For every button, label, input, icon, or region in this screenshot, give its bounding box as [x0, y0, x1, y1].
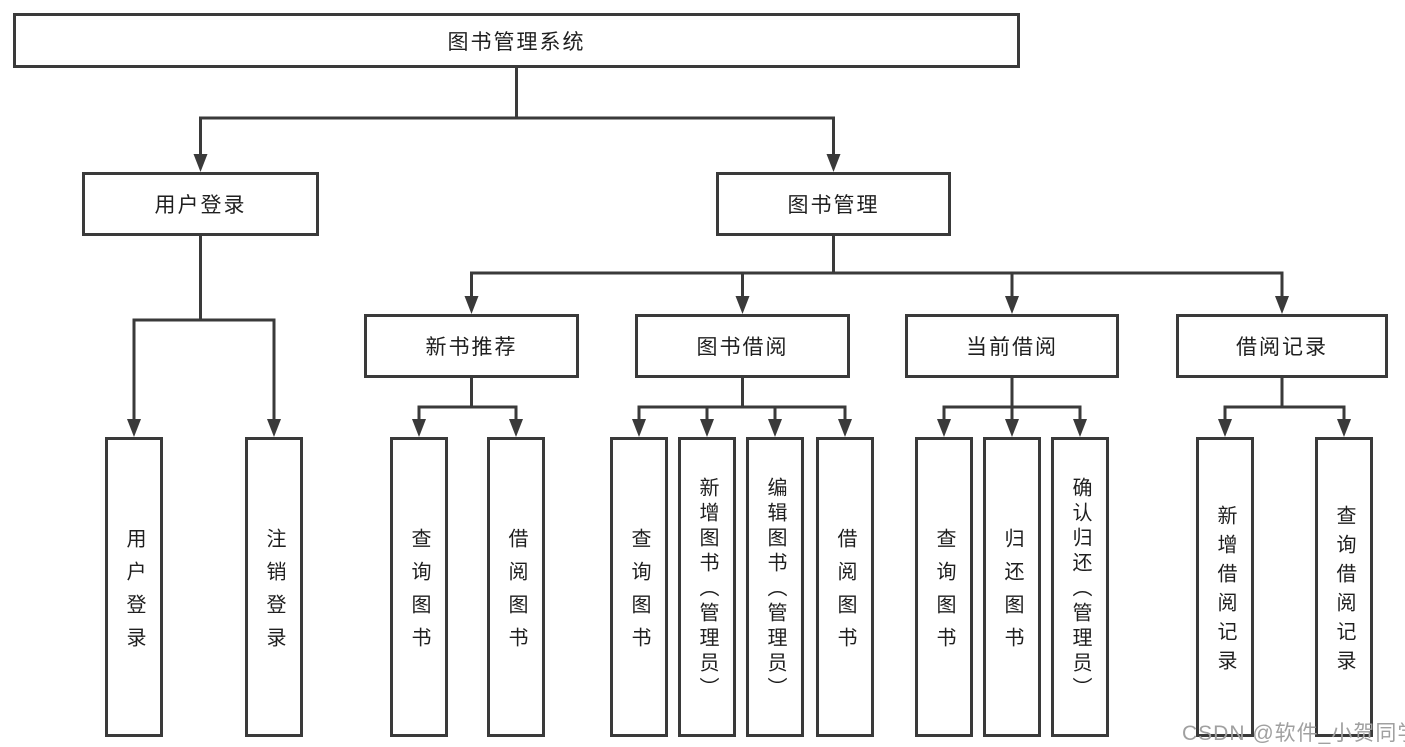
- diagram-node-rec: 新书推荐: [364, 314, 579, 378]
- node-label: 新书推荐: [425, 336, 518, 359]
- watermark: CSDN @软件_小贺同学: [1182, 722, 1405, 745]
- arrow-down-icon: [193, 154, 208, 172]
- diagram-node-rec-borrow: 借阅图书: [487, 437, 545, 737]
- connector-rec: [412, 378, 523, 437]
- diagram-node-borrow-query: 查询图书: [610, 437, 668, 737]
- arrow-down-icon: [768, 419, 782, 437]
- diagram-node-login-logout: 注销登录: [245, 437, 303, 737]
- arrow-down-icon: [632, 419, 646, 437]
- node-label: 新增借阅记录: [1214, 504, 1236, 679]
- arrow-down-icon: [412, 419, 426, 437]
- node-label: 新增图书（管理员）: [696, 477, 718, 702]
- diagram-node-borrow-edit: 编辑图书（管理员）: [746, 437, 804, 737]
- node-label: 归还图书: [1001, 527, 1023, 660]
- node-label: 借阅图书: [834, 527, 856, 660]
- diagram-node-cur-confirm: 确认归还（管理员）: [1051, 437, 1109, 737]
- node-label: 借阅记录: [1236, 336, 1328, 359]
- arrow-down-icon: [1073, 419, 1087, 437]
- connector-current: [937, 378, 1087, 437]
- node-label: 查询借阅记录: [1333, 504, 1355, 679]
- connector-records: [1218, 378, 1351, 437]
- arrow-down-icon: [1218, 419, 1232, 437]
- arrow-down-icon: [735, 296, 750, 314]
- diagram-node-login-user: 用户登录: [105, 437, 163, 737]
- node-label: 确认归还（管理员）: [1069, 477, 1091, 702]
- diagram-node-borrow-lend: 借阅图书: [816, 437, 874, 737]
- arrow-down-icon: [127, 419, 141, 437]
- arrow-down-icon: [1337, 419, 1351, 437]
- node-label: 用户登录: [154, 194, 247, 217]
- diagram-node-rec-query: 查询图书: [390, 437, 448, 737]
- arrow-down-icon: [826, 154, 841, 172]
- diagram-node-login: 用户登录: [82, 172, 319, 236]
- diagram-node-recs-add: 新增借阅记录: [1196, 437, 1254, 737]
- node-label: 借阅图书: [505, 527, 527, 660]
- node-label: 查询图书: [408, 527, 430, 660]
- diagram-node-recs-query: 查询借阅记录: [1315, 437, 1373, 737]
- diagram-node-cur-return: 归还图书: [983, 437, 1041, 737]
- diagram-node-mgmt: 图书管理: [716, 172, 951, 236]
- node-label: 编辑图书（管理员）: [764, 477, 786, 702]
- node-label: 用户登录: [123, 527, 145, 660]
- arrow-down-icon: [509, 419, 523, 437]
- connector-borrow: [632, 378, 852, 437]
- diagram-node-cur-query: 查询图书: [915, 437, 973, 737]
- arrow-down-icon: [937, 419, 951, 437]
- node-label: 图书借阅: [696, 336, 789, 359]
- node-label: 当前借阅: [966, 336, 1058, 359]
- node-label: 查询图书: [933, 527, 955, 660]
- diagram-node-borrow-add: 新增图书（管理员）: [678, 437, 736, 737]
- node-label: 查询图书: [628, 527, 650, 660]
- node-label: 注销登录: [263, 527, 285, 660]
- arrow-down-icon: [1005, 296, 1019, 314]
- arrow-down-icon: [838, 419, 852, 437]
- connector-login: [127, 236, 281, 437]
- arrow-down-icon: [700, 419, 714, 437]
- arrow-down-icon: [464, 296, 479, 314]
- arrow-down-icon: [1005, 419, 1019, 437]
- node-label: 图书管理系统: [447, 30, 586, 54]
- diagram-node-records: 借阅记录: [1176, 314, 1388, 378]
- diagram-node-borrow: 图书借阅: [635, 314, 850, 378]
- connector-mgmt: [464, 236, 1289, 314]
- diagram-node-current: 当前借阅: [905, 314, 1119, 378]
- arrow-down-icon: [1275, 296, 1289, 314]
- arrow-down-icon: [267, 419, 281, 437]
- connector-root: [193, 68, 841, 172]
- diagram-node-root: 图书管理系统: [13, 13, 1020, 68]
- node-label: 图书管理: [787, 194, 880, 217]
